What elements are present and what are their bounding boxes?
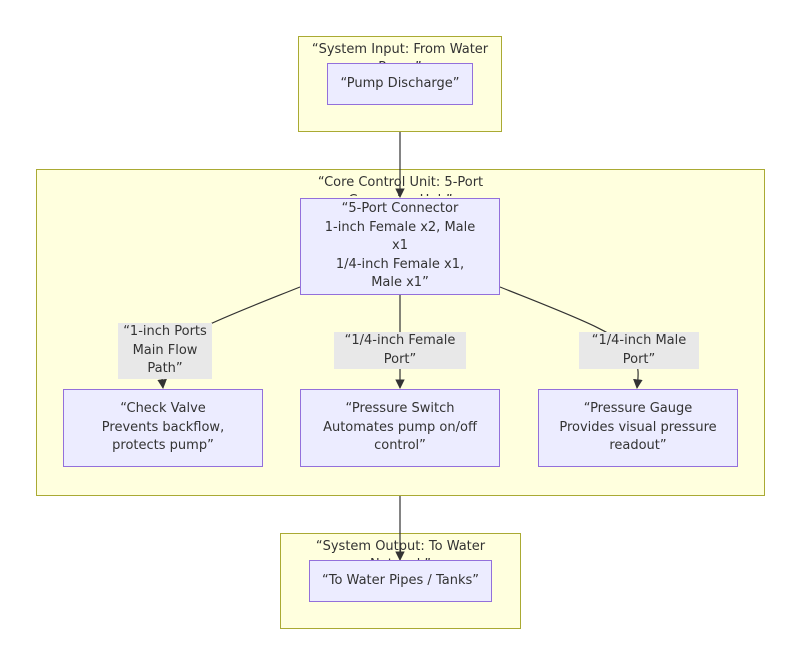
node-pressure-switch: “Pressure Switch Automates pump on/off c… (300, 389, 500, 467)
edge-label-quarter-inch-female: “1/4-inch Female Port” (334, 332, 466, 369)
node-pump-discharge: “Pump Discharge” (327, 63, 473, 105)
edge-label-1-inch-ports: “1-inch Ports Main Flow Path” (118, 323, 212, 379)
node-5-port-connector: “5-Port Connector 1-inch Female x2, Male… (300, 198, 500, 295)
node-pressure-gauge: “Pressure Gauge Provides visual pressure… (538, 389, 738, 467)
cluster-title-system-input: “System Input: From Water Pump” (311, 42, 489, 63)
edge-label-quarter-inch-male: “1/4-inch Male Port” (579, 332, 699, 369)
node-check-valve: “Check Valve Prevents backflow, protects… (63, 389, 263, 467)
node-water-pipes-tanks: “To Water Pipes / Tanks” (309, 560, 492, 602)
